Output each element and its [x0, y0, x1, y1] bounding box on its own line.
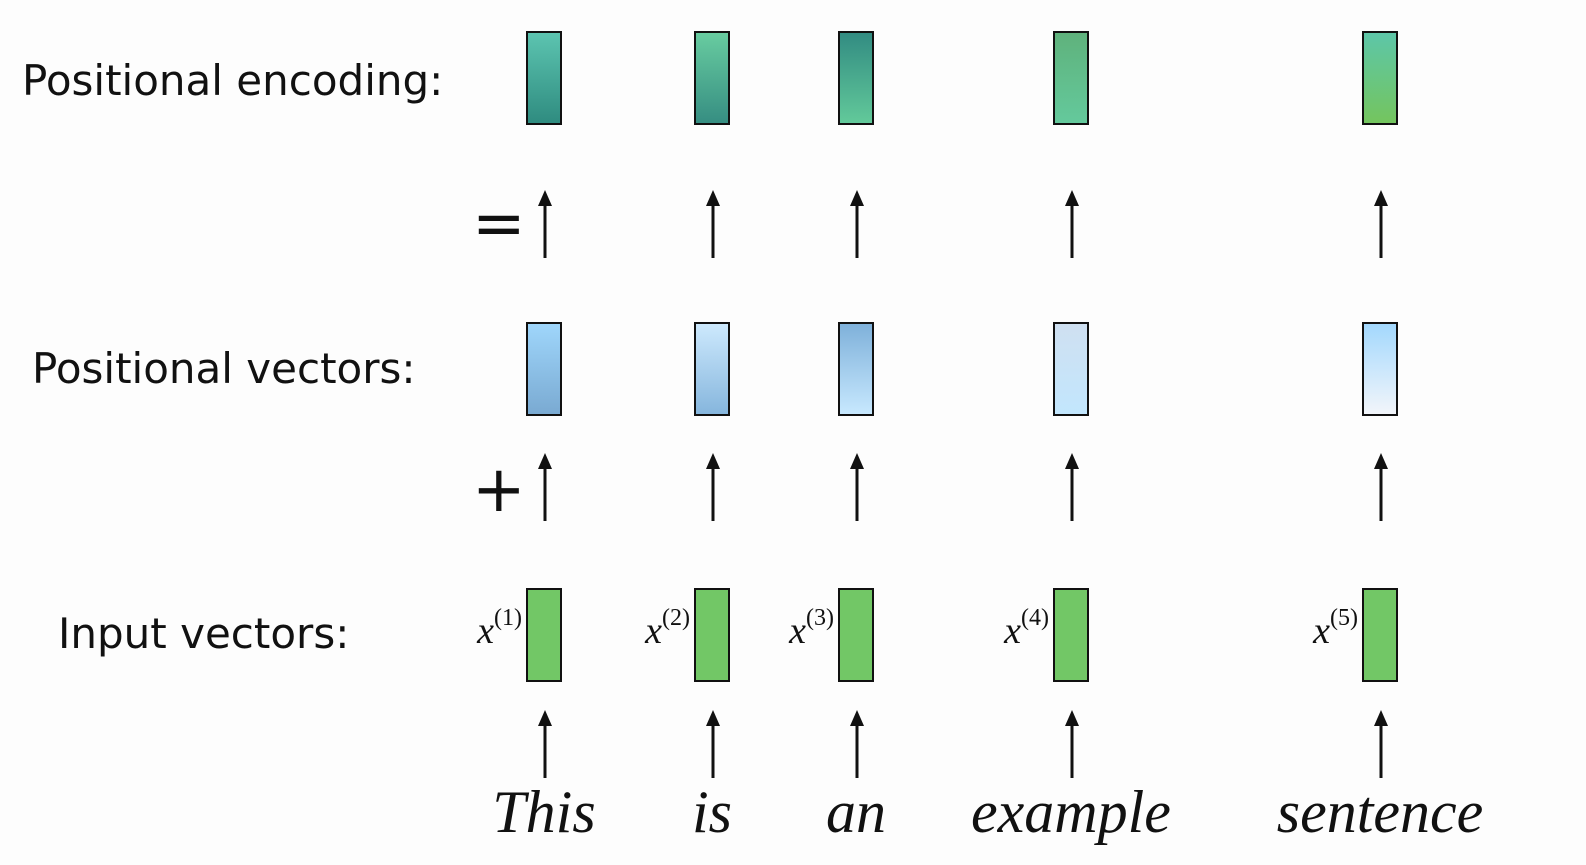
input-vectors-label: Input vectors:	[58, 609, 350, 658]
x-index-superscript: (2)	[662, 605, 690, 631]
input-vector	[694, 588, 730, 682]
up-arrow-icon	[706, 453, 720, 521]
input-vector-label: x(4)	[1004, 605, 1049, 653]
plus-sign: +	[472, 453, 526, 527]
up-arrow-icon	[850, 190, 864, 258]
up-arrow-icon	[850, 710, 864, 778]
token-word: an	[826, 779, 886, 845]
token-word: sentence	[1276, 779, 1484, 845]
equals-sign: =	[472, 187, 526, 261]
up-arrow-icon	[1065, 190, 1079, 258]
token-word: is	[691, 779, 733, 845]
input-vector	[1362, 588, 1398, 682]
input-vector	[838, 588, 874, 682]
token-column: x(2) is	[645, 0, 772, 865]
positional-vector	[526, 322, 562, 416]
input-vector	[1053, 588, 1089, 682]
positional-vector	[1362, 322, 1398, 416]
x-symbol: x	[1004, 610, 1022, 652]
x-symbol: x	[789, 610, 807, 652]
up-arrow-icon	[1065, 453, 1079, 521]
positional-encoding-label: Positional encoding:	[22, 56, 444, 105]
up-arrow-icon	[1374, 453, 1388, 521]
input-vector	[526, 588, 562, 682]
up-arrow-icon	[850, 453, 864, 521]
up-arrow-icon	[706, 710, 720, 778]
positional-encoding-vector	[1053, 31, 1089, 125]
token-word: example	[971, 779, 1171, 845]
x-index-superscript: (5)	[1330, 605, 1358, 631]
up-arrow-icon	[1374, 710, 1388, 778]
input-vector-label: x(1)	[477, 605, 522, 653]
up-arrow-icon	[538, 190, 552, 258]
up-arrow-icon	[538, 453, 552, 521]
positional-encoding-vector	[526, 31, 562, 125]
x-symbol: x	[1313, 610, 1331, 652]
x-symbol: x	[477, 610, 495, 652]
positional-vectors-label: Positional vectors:	[32, 344, 416, 393]
positional-encoding-vector	[838, 31, 874, 125]
positional-encoding-vector	[1362, 31, 1398, 125]
token-column: x(5) sentence	[1277, 0, 1483, 865]
token-column: x(3) an	[789, 0, 916, 865]
positional-encoding-vector	[694, 31, 730, 125]
positional-vector	[838, 322, 874, 416]
input-vector-label: x(2)	[645, 605, 690, 653]
up-arrow-icon	[706, 190, 720, 258]
x-symbol: x	[645, 610, 663, 652]
x-index-superscript: (3)	[806, 605, 834, 631]
up-arrow-icon	[1065, 710, 1079, 778]
up-arrow-icon	[538, 710, 552, 778]
input-vector-label: x(3)	[789, 605, 834, 653]
token-column: x(4) example	[971, 0, 1171, 865]
x-index-superscript: (1)	[494, 605, 522, 631]
positional-vector	[1053, 322, 1089, 416]
input-vector-label: x(5)	[1313, 605, 1358, 653]
positional-vector	[694, 322, 730, 416]
x-index-superscript: (4)	[1021, 605, 1049, 631]
up-arrow-icon	[1374, 190, 1388, 258]
token-column: x(1) This	[477, 0, 604, 865]
token-word: This	[492, 779, 596, 845]
